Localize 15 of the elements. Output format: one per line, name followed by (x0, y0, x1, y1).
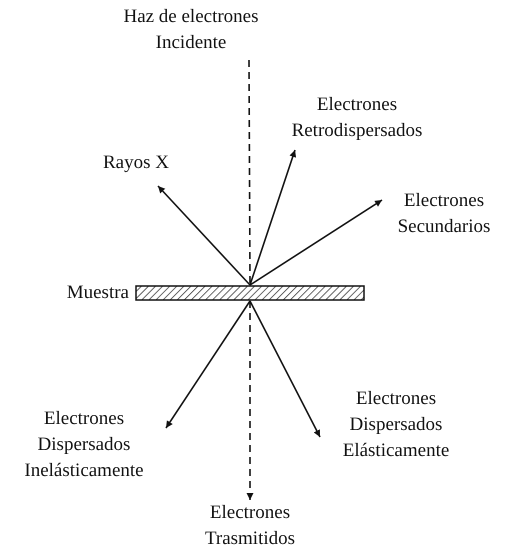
arrow (249, 300, 321, 438)
dashed-arrow (246, 301, 254, 500)
emission-label: Electrones Retrodispersados (290, 93, 424, 143)
emission-label: Electrones Dispersados Elásticamente (342, 387, 450, 463)
arrow (157, 185, 251, 286)
emission-label: Electrones Secundarios (396, 189, 492, 239)
emission-label: Haz de electrones Incidente (122, 5, 260, 55)
emission-label: Rayos X (103, 151, 169, 175)
arrow (249, 150, 296, 286)
emission-label: Electrones Trasmitidos (204, 501, 296, 551)
arrow (250, 199, 382, 286)
sample-label: Muestra (66, 281, 129, 305)
sample-bar (135, 285, 365, 301)
arrow (165, 300, 251, 428)
emission-label: Electrones Dispersados Inelásticamente (23, 407, 145, 483)
